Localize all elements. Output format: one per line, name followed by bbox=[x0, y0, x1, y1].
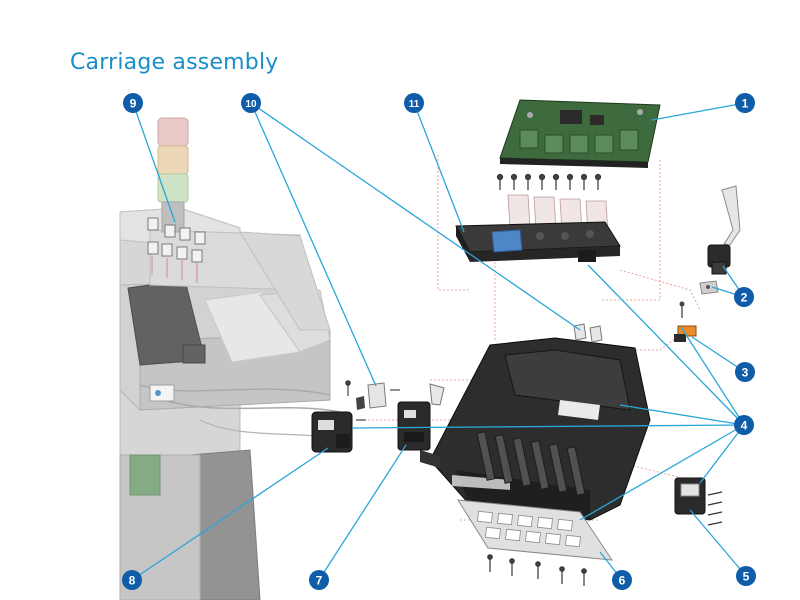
callout-1: 1 bbox=[735, 93, 755, 113]
part-11-carriage-cover bbox=[455, 194, 621, 262]
part-1-main-pcb bbox=[499, 99, 661, 168]
callout-3-number: 3 bbox=[742, 366, 749, 380]
callout-5-number: 5 bbox=[743, 570, 750, 584]
part-6-bottom-plate bbox=[457, 499, 614, 586]
callout-2-number: 2 bbox=[741, 291, 748, 305]
part-4-carriage-base bbox=[429, 323, 651, 521]
callout-7-number: 7 bbox=[316, 574, 323, 588]
callout-3: 3 bbox=[735, 362, 755, 382]
callout-4: 4 bbox=[734, 415, 754, 435]
part-8-left-block bbox=[311, 411, 353, 453]
screws-row-top bbox=[496, 173, 602, 190]
part-5-side-sensor bbox=[674, 477, 723, 526]
callout-11-number: 11 bbox=[409, 99, 420, 110]
ghost-printer-body bbox=[119, 207, 346, 600]
leader-lines bbox=[131, 102, 747, 581]
red-guides-left bbox=[151, 256, 198, 283]
callout-4-number: 4 bbox=[741, 419, 748, 433]
callout-6: 6 bbox=[612, 570, 632, 590]
part-10-small-clips bbox=[345, 380, 400, 421]
callout-5: 5 bbox=[736, 566, 756, 586]
callout-2: 2 bbox=[734, 287, 754, 307]
callout-11: 11 bbox=[404, 93, 424, 113]
callout-6-number: 6 bbox=[619, 574, 626, 588]
part-7-middle-block bbox=[397, 383, 445, 468]
callout-7: 7 bbox=[309, 570, 329, 590]
part-2-sensor-bracket bbox=[699, 185, 741, 295]
callout-8-number: 8 bbox=[129, 574, 136, 588]
callout-9: 9 bbox=[123, 93, 143, 113]
callout-9-number: 9 bbox=[130, 97, 137, 111]
callout-10: 10 bbox=[241, 93, 261, 113]
callout-1-number: 1 bbox=[742, 97, 749, 111]
latch-parts-9 bbox=[147, 217, 206, 263]
callout-8: 8 bbox=[122, 570, 142, 590]
page-title: Carriage assembly bbox=[70, 50, 279, 75]
part-3-orange-component bbox=[674, 301, 697, 342]
callout-10-number: 10 bbox=[245, 99, 257, 110]
